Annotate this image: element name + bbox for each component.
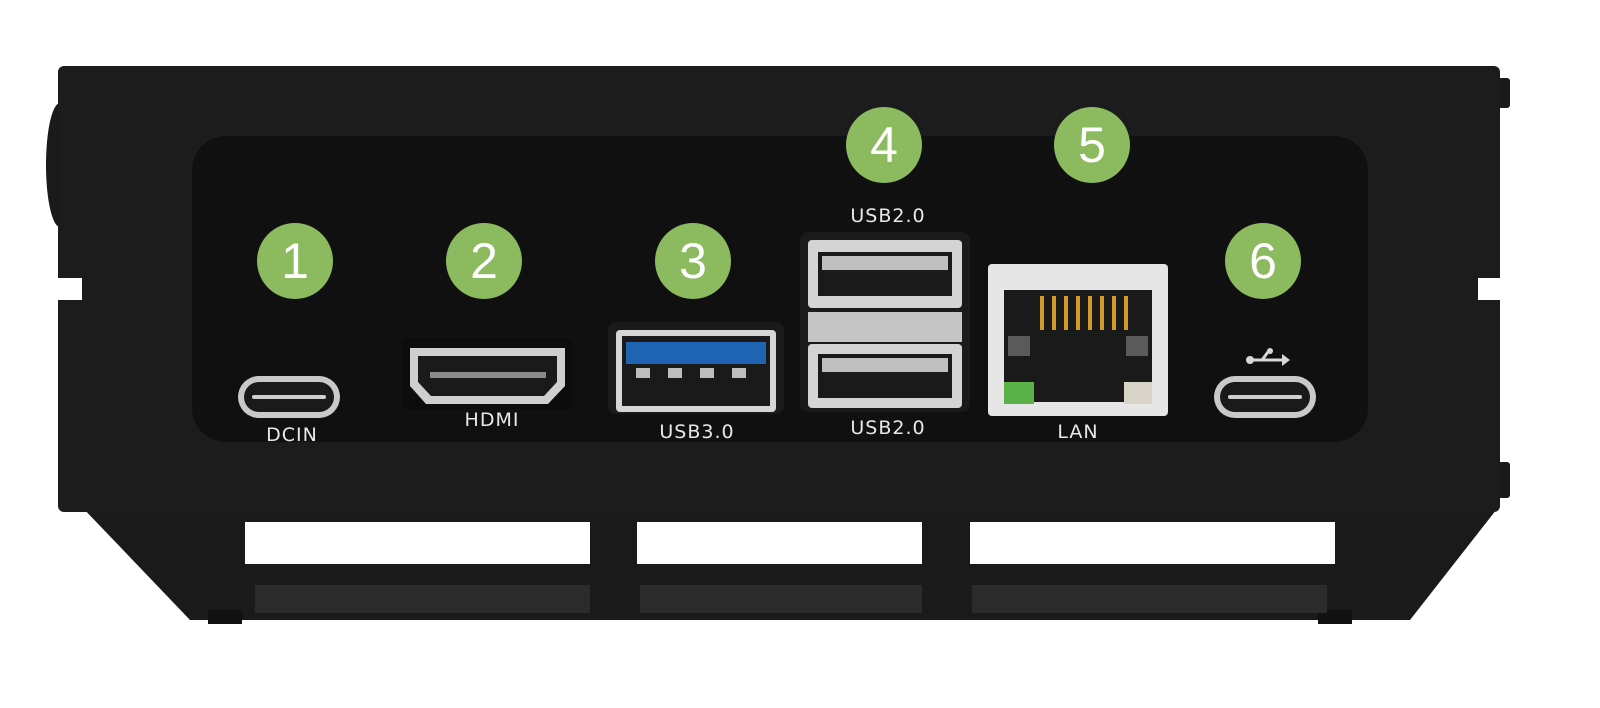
port-hdmi — [402, 338, 572, 410]
usb-symbol-icon — [1246, 348, 1290, 366]
port-usb-c — [1214, 376, 1316, 418]
port-lan-rj45 — [988, 264, 1168, 416]
callout-badge-2: 2 — [446, 223, 522, 299]
port-label-hdmi: HDMI — [464, 409, 520, 431]
callout-badge-6: 6 — [1225, 223, 1301, 299]
callout-badge-5: 5 — [1054, 107, 1130, 183]
port-label-usb2-top: USB2.0 — [850, 205, 926, 227]
port-label-dcin: DCIN — [266, 424, 318, 446]
callout-badge-3: 3 — [655, 223, 731, 299]
port-usb2-dual — [800, 232, 970, 412]
enclosure-base — [80, 505, 1500, 624]
port-label-lan: LAN — [1057, 421, 1099, 443]
callout-badge-1: 1 — [257, 223, 333, 299]
callout-badge-4: 4 — [846, 107, 922, 183]
port-label-usb2-bottom: USB2.0 — [850, 417, 926, 439]
port-label-usb3: USB3.0 — [659, 421, 735, 443]
port-dcin-usb-c — [238, 376, 340, 418]
port-usb3 — [608, 322, 784, 414]
